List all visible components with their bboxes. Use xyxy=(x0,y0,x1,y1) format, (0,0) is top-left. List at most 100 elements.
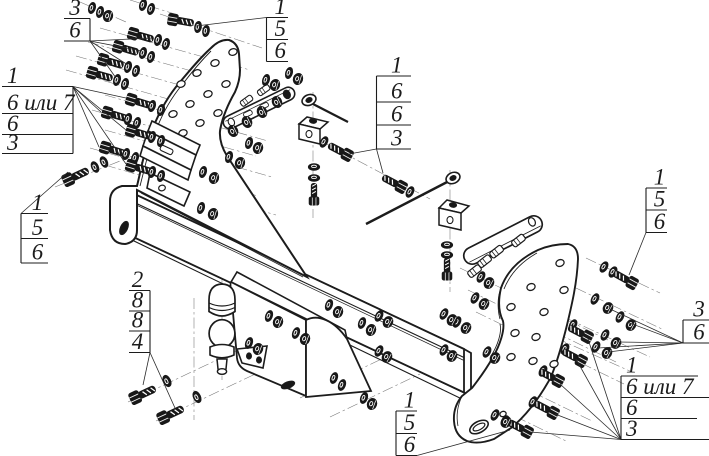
callout-number: 3 xyxy=(625,416,638,441)
left-side-plate-shape xyxy=(140,192,304,278)
ball-gusset-shape xyxy=(246,352,252,360)
rail-bracket-right xyxy=(462,214,544,278)
right-side-plate-shape xyxy=(452,243,579,444)
left-plate-holes-shape xyxy=(176,79,186,89)
ball-gusset-shape xyxy=(256,356,262,364)
left-plate-holes-shape xyxy=(228,47,238,57)
ball-mount-box xyxy=(229,270,373,398)
washer-fastener xyxy=(468,291,482,305)
angle-bracket-1-shape xyxy=(305,129,313,139)
bolt-fastener xyxy=(441,257,453,281)
bolt-fastener xyxy=(125,26,156,46)
hat-bracket xyxy=(139,119,202,182)
leader-line xyxy=(348,148,377,155)
washer-fastener xyxy=(598,328,612,342)
bolt-fastener xyxy=(126,382,159,407)
rail-bracket-right-shape-shape-shape xyxy=(513,237,521,246)
plate-mounting-tab-shape xyxy=(158,184,166,192)
washer-fastener xyxy=(597,260,611,274)
right-plate-holes-shape xyxy=(510,328,520,338)
callout-number: 1 xyxy=(391,53,403,78)
tow-ball-shape xyxy=(208,318,236,349)
bolt-fastener xyxy=(565,321,596,345)
washer-fastener xyxy=(89,160,101,174)
callout-number: 1 xyxy=(626,353,638,378)
leader-line xyxy=(376,148,384,174)
angle-bracket-2-shape xyxy=(448,202,458,208)
axis-line xyxy=(104,164,277,216)
rail-bracket-left-shape-shape-shape xyxy=(242,98,249,106)
tie-rod-shape xyxy=(365,178,452,226)
washer-fastener xyxy=(98,155,110,169)
callout-number: 1 xyxy=(404,388,416,413)
washer-fastener xyxy=(160,37,172,51)
leader-line xyxy=(142,352,151,386)
rail-bracket-right-shape-shape-shape xyxy=(479,258,488,267)
rail-bracket-right-shape-shape-shape xyxy=(469,268,477,277)
rail-bracket-right-shape-shape xyxy=(469,225,541,263)
rail-bracket-left-shape-shape xyxy=(225,89,291,122)
callout-number: 2 xyxy=(132,267,144,292)
rail-bracket-right-shape-shape-shape xyxy=(491,248,500,257)
beam-shape xyxy=(125,198,465,358)
eye-piece-left-shape xyxy=(312,103,349,123)
right-plate-holes-shape xyxy=(526,282,536,292)
callout-top-center: 156 xyxy=(265,0,288,63)
angle-bracket-2-shape xyxy=(446,215,454,225)
eye-piece-left-shape xyxy=(305,97,313,103)
leader-line xyxy=(609,308,684,344)
leader-line xyxy=(89,40,117,79)
right-plate-holes-shape xyxy=(559,285,569,295)
leader-line xyxy=(617,341,684,344)
nut-fastener xyxy=(458,320,474,336)
axis-line xyxy=(159,13,263,49)
callout-number: 6 xyxy=(69,18,81,43)
rail-bracket-left-shape-shape xyxy=(282,89,291,100)
leader-line xyxy=(72,86,100,148)
axis-line xyxy=(329,373,421,418)
eye-piece-left xyxy=(301,93,349,123)
callout-number: 6 xyxy=(391,79,403,104)
left-plate-holes-shape xyxy=(210,58,220,68)
callout-number: 3 xyxy=(692,297,705,322)
callout-number: 6 xyxy=(654,209,666,234)
right-plate-holes-shape xyxy=(506,352,516,362)
washer-fastener xyxy=(283,66,295,80)
callout-number: 6 xyxy=(404,432,416,456)
bolt-fastener xyxy=(325,139,356,163)
callout-number: 3 xyxy=(390,126,403,151)
rail-bracket-left-shape-shape-shape xyxy=(259,87,266,95)
bolt-fastener xyxy=(166,12,195,30)
leader-line xyxy=(89,37,153,42)
leader-line xyxy=(607,342,684,353)
washer-fastener xyxy=(307,163,321,171)
hat-bracket-shape xyxy=(159,144,174,156)
washer-fastener xyxy=(307,174,321,182)
leader-line xyxy=(89,40,129,66)
axis-line xyxy=(99,27,251,71)
washer-fastener xyxy=(86,1,98,15)
leader-line xyxy=(554,413,622,440)
left-plate-holes-shape xyxy=(195,118,205,128)
callout-number: 1 xyxy=(654,165,666,190)
right-plate-holes-shape xyxy=(528,356,538,366)
axis-line xyxy=(575,287,665,331)
washer-fastener xyxy=(193,20,203,34)
callout-number: 1 xyxy=(7,63,19,88)
leader-line xyxy=(597,342,684,349)
left-plate-holes-shape xyxy=(185,99,195,109)
tie-rod-shape xyxy=(449,175,457,181)
leader-line xyxy=(416,429,511,456)
callout-number: 6 или 7 xyxy=(626,374,695,399)
leader-line xyxy=(626,321,684,344)
tow-ball xyxy=(208,283,236,376)
washer-fastener xyxy=(137,0,149,12)
callout-number: 8 xyxy=(132,288,144,313)
callout-number: 6 xyxy=(7,111,19,136)
tie-rod xyxy=(365,171,461,226)
callout-number: 1 xyxy=(32,190,44,215)
